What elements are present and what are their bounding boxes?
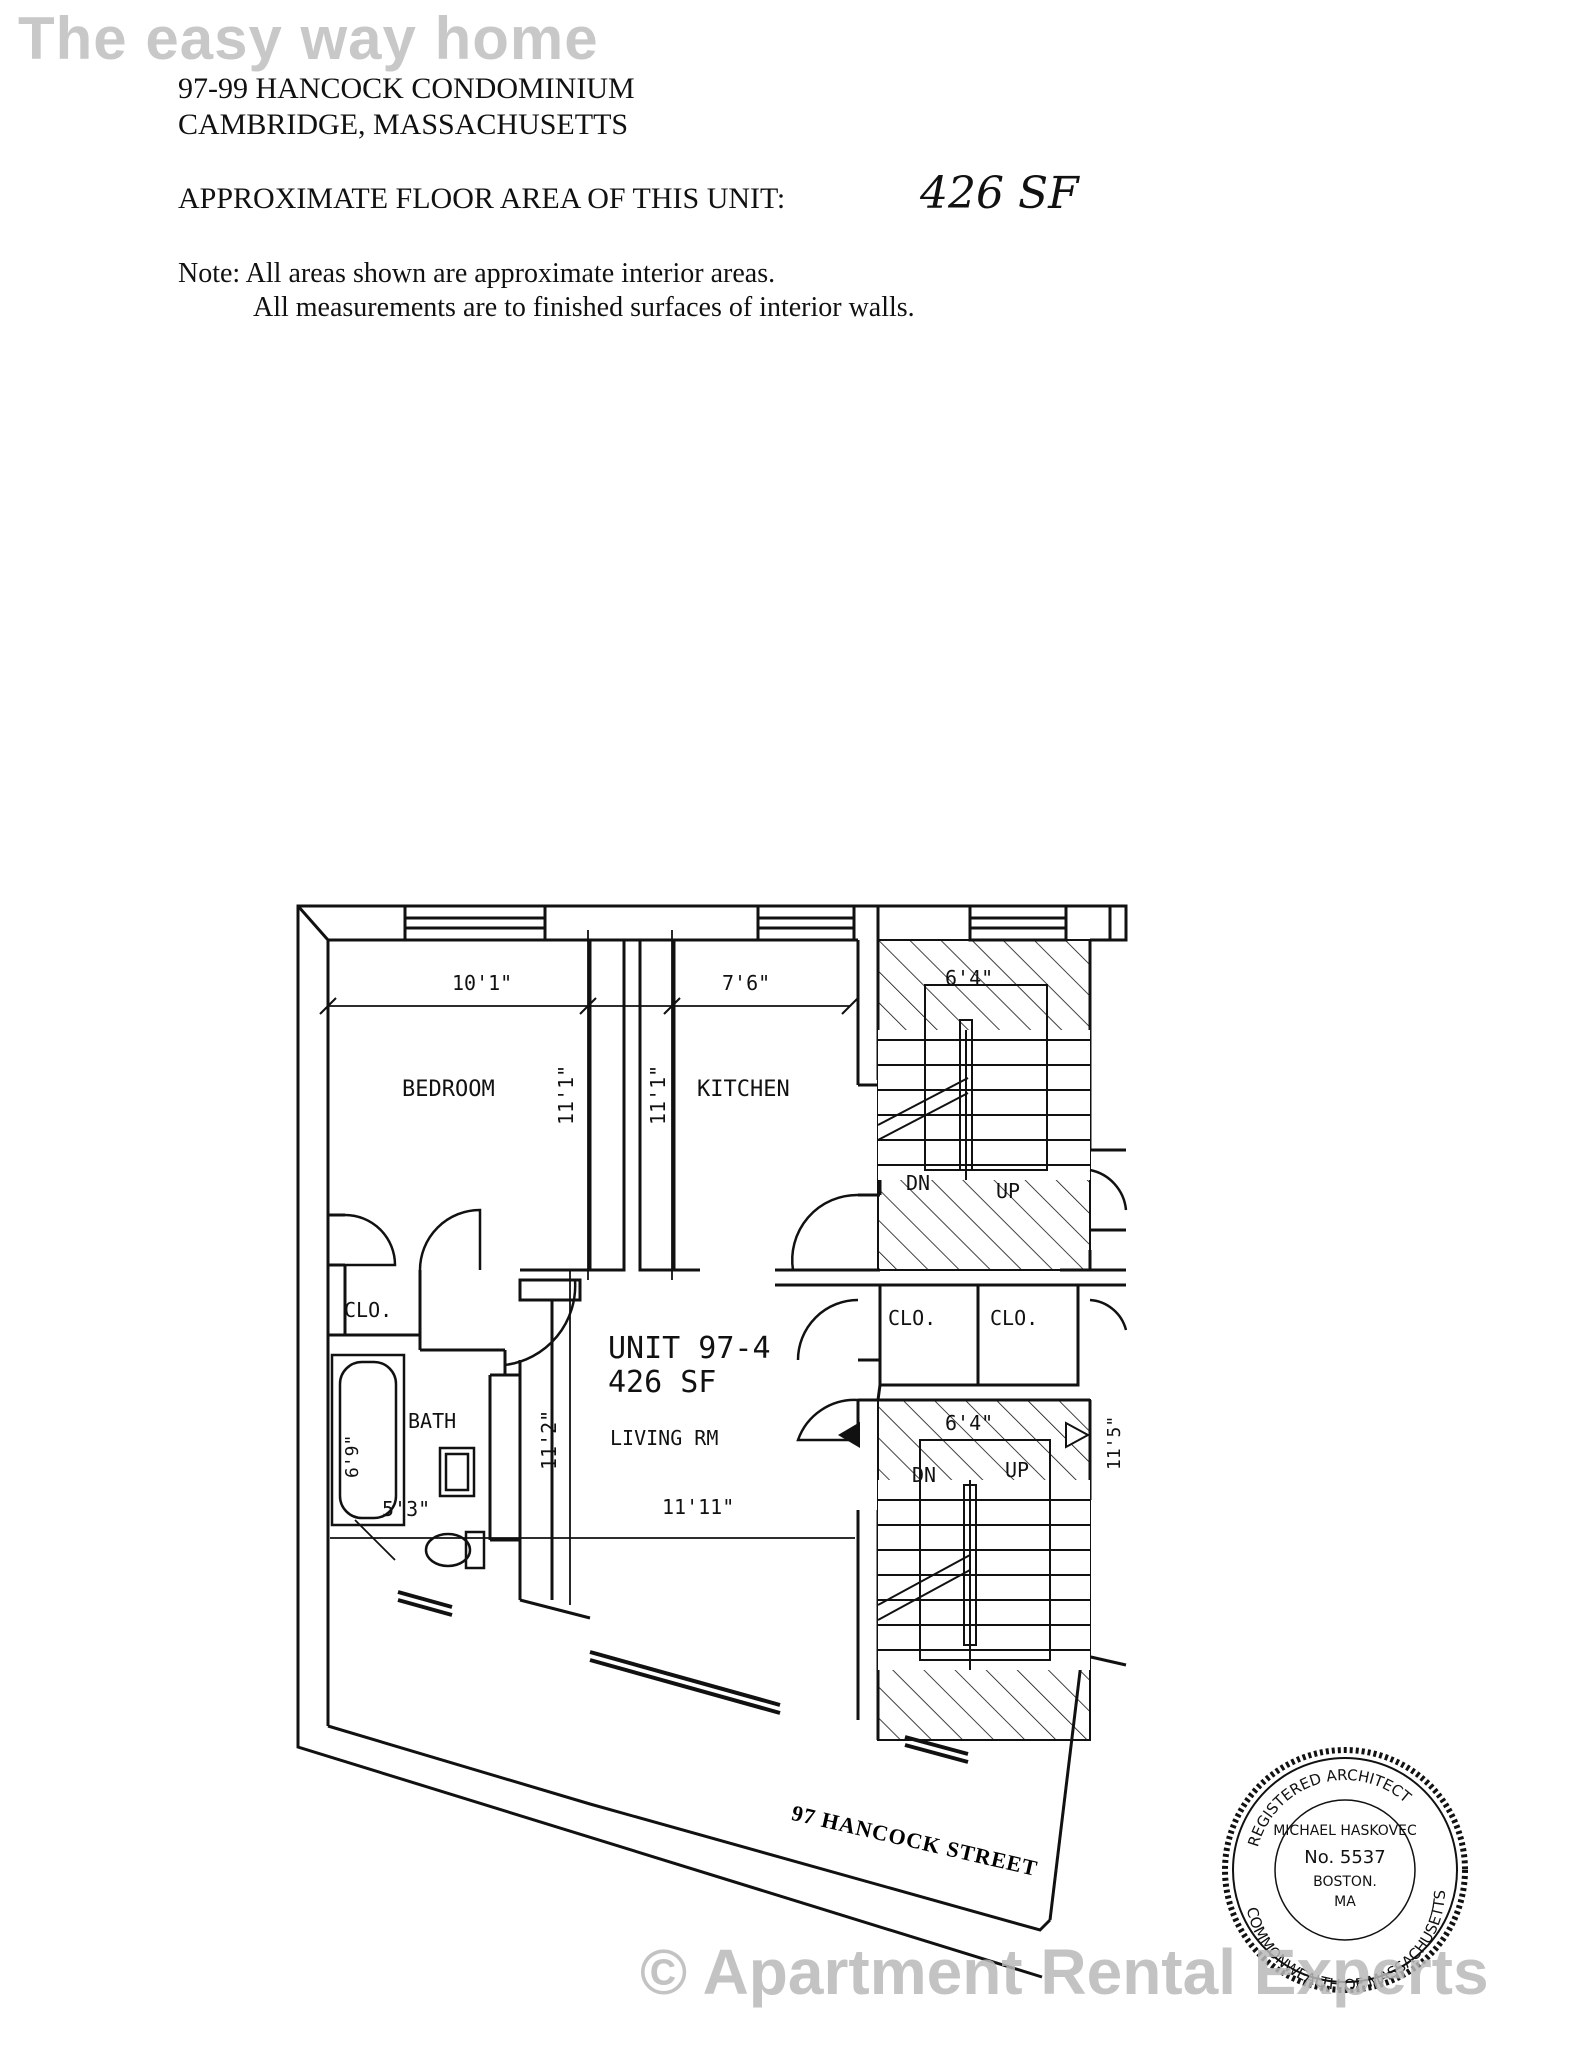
floor-area-handwritten-value: 426 SF — [920, 168, 1079, 219]
stair-lower — [877, 1399, 1091, 1741]
bath-width-dim: 5'3" — [382, 1497, 430, 1521]
closet-label-2: CLO. — [990, 1306, 1038, 1330]
stair-bottom-width-dim: 6'4" — [945, 1411, 993, 1435]
header-city: CAMBRIDGE, MASSACHUSETTS — [178, 108, 629, 141]
watermark-bottom: © Apartment Rental Experts — [640, 1936, 1489, 2008]
note-line-1: Note: All areas shown are approximate in… — [178, 258, 776, 289]
bedroom-label: BEDROOM — [402, 1077, 495, 1102]
closet-label-bedroom: CLO. — [344, 1298, 392, 1322]
stair-arrow-left — [838, 1422, 860, 1448]
stair-arrow-right — [1065, 1421, 1091, 1449]
kitchen-depth-dim: 11'1" — [646, 1065, 670, 1125]
watermark-top: The easy way home — [18, 5, 599, 72]
living-width-dim: 11'11" — [662, 1495, 734, 1519]
seal-number: No. 5537 — [1304, 1847, 1385, 1868]
tub-length-dim: 6'9" — [342, 1435, 363, 1478]
stair-upper — [877, 939, 1091, 1271]
stair-bottom-depth-dim: 11'5" — [1104, 1416, 1125, 1470]
unit-name: UNIT 97-4 — [608, 1331, 771, 1366]
stair-up-label-lower: UP — [1005, 1458, 1029, 1482]
stair-up-label: UP — [996, 1179, 1020, 1203]
seal-state: MA — [1334, 1894, 1356, 1910]
bedroom-depth-dim: 11'1" — [554, 1065, 578, 1125]
closet-label-1: CLO. — [888, 1306, 936, 1330]
seal-name: MICHAEL HASKOVEC — [1273, 1823, 1417, 1839]
stair-down-label-lower: DN — [912, 1463, 936, 1487]
seal-city: BOSTON. — [1313, 1874, 1377, 1890]
bath-label: BATH — [408, 1409, 456, 1433]
stair-down-label: DN — [906, 1171, 930, 1195]
bedroom-width-dim: 10'1" — [452, 971, 512, 995]
living-room-label: LIVING RM — [610, 1426, 718, 1450]
unit-area: 426 SF — [608, 1365, 716, 1400]
floor-area-label: APPROXIMATE FLOOR AREA OF THIS UNIT: — [178, 182, 786, 215]
kitchen-label: KITCHEN — [697, 1077, 790, 1102]
architect-seal: REGISTERED ARCHITECT COMMONWEALTH OF MAS… — [1222, 1747, 1468, 1994]
bath-fixtures — [330, 1353, 486, 1570]
header-building-name: 97-99 HANCOCK CONDOMINIUM — [178, 72, 635, 105]
kitchen-width-dim: 7'6" — [722, 971, 770, 995]
stair-top-width-dim: 6'4" — [945, 966, 993, 990]
windows — [403, 904, 1128, 942]
dimension-lines — [328, 930, 855, 1605]
note-line-2: All measurements are to finished surface… — [253, 292, 915, 323]
doors — [344, 1168, 1128, 1442]
living-depth-dim: 11'2" — [537, 1410, 561, 1470]
